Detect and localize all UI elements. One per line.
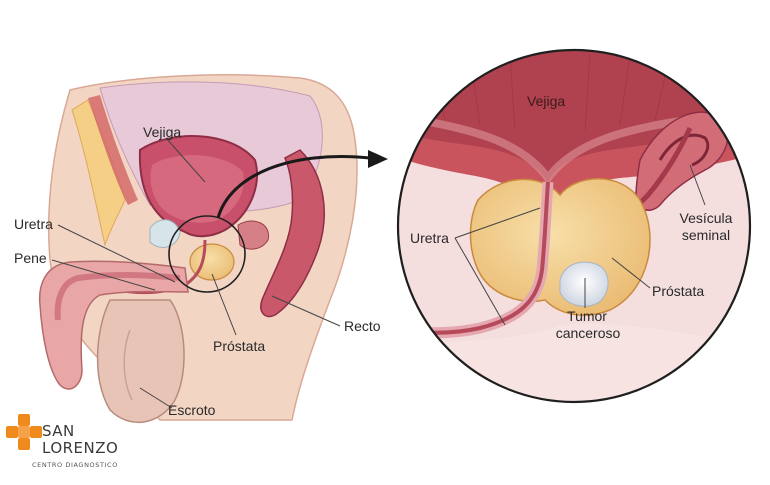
zoom-view (396, 48, 752, 404)
logo-name-line1: SAN (42, 422, 75, 440)
label-rectum: Recto (344, 318, 381, 334)
label-prostate: Próstata (213, 338, 266, 354)
prostate-left (189, 243, 235, 281)
label-bladder-zoom: Vejiga (527, 93, 566, 109)
san-lorenzo-logo: SAN LORENZO CENTRO DIAGNOSTICO (4, 412, 144, 474)
label-urethra-zoom: Uretra (410, 230, 449, 246)
zoom-arrow (216, 155, 371, 219)
tumor (559, 261, 609, 307)
label-penis: Pene (14, 250, 47, 266)
label-tumor-1: Tumor (567, 308, 607, 324)
label-urethra: Uretra (14, 216, 53, 232)
abdominal-wall (88, 95, 138, 205)
label-seminal-vesicle-2: seminal (681, 227, 731, 243)
sagittal-section (38, 74, 388, 424)
label-prostate-zoom: Próstata (652, 283, 705, 299)
penis-left (38, 260, 189, 390)
label-scrotum: Escroto (168, 402, 216, 418)
logo-tagline: CENTRO DIAGNOSTICO (32, 461, 118, 469)
logo-cross-icon (6, 414, 42, 450)
magnify-circle (168, 215, 246, 293)
label-seminal-vesicle-1: Vesícula (679, 210, 733, 226)
label-tumor-2: canceroso (555, 325, 621, 341)
scrotum-left (96, 299, 185, 424)
logo-name-line2: LORENZO (42, 439, 119, 457)
label-bladder: Vejiga (143, 124, 182, 140)
rectum-left (260, 149, 325, 318)
